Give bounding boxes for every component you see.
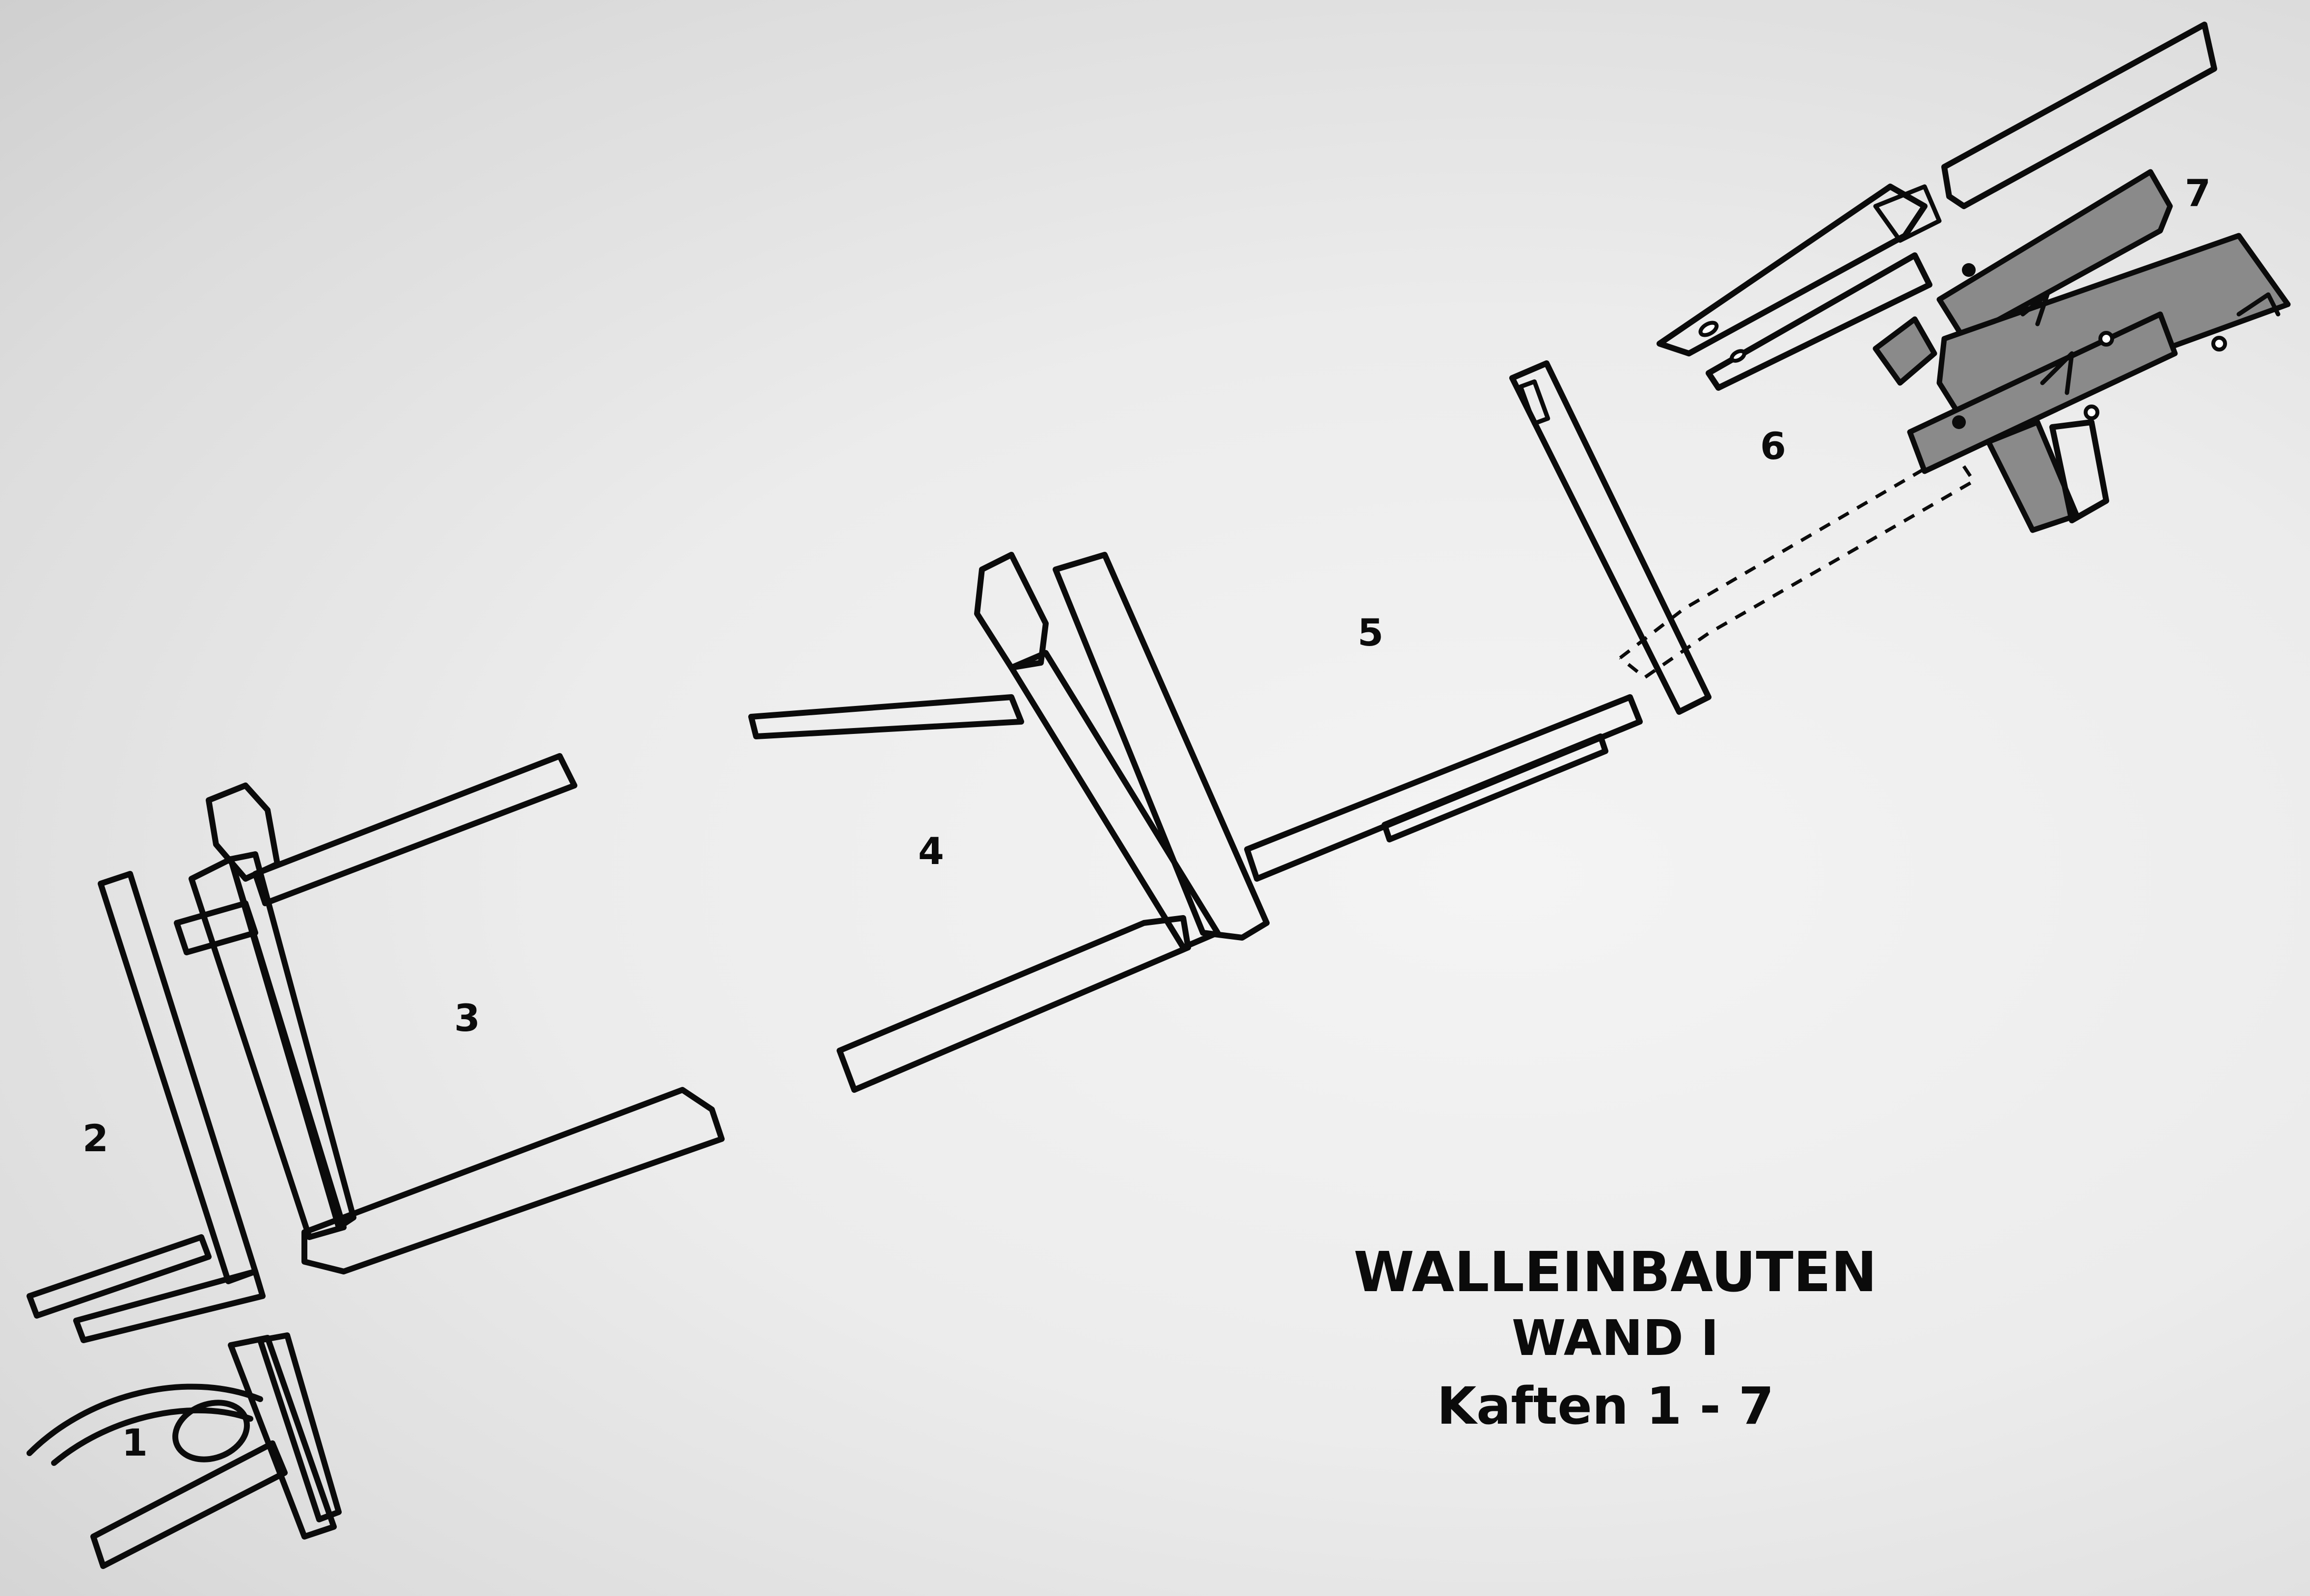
box-7-notch-a (2020, 292, 2050, 326)
box-label-3: 3 (454, 996, 480, 1040)
box-3-timbers (174, 753, 725, 1274)
title-line-3: Kaften 1 - 7 (1437, 1376, 1774, 1436)
title-line-1: WALLEINBAUTEN (1354, 1241, 1877, 1304)
box-4-post-a (1008, 650, 1221, 950)
box-label-7: 7 (2185, 171, 2211, 215)
box-6-peg-hole-a (1698, 321, 1719, 337)
box-7-peg-d (2084, 405, 2099, 420)
box-3-post-diagonal (189, 856, 347, 1240)
box-6-7-timbers (1657, 22, 2291, 533)
box-1-curved-beam (27, 1383, 263, 1456)
box-5-beam (1244, 694, 1643, 882)
box-3-post-inner (228, 851, 356, 1230)
box-5-beam-inner (1382, 733, 1608, 842)
box-3-beam-bottom (301, 1087, 725, 1274)
box-3-beam-top (252, 753, 577, 906)
box-7-peg-a (1962, 263, 1976, 277)
box-2-beam-lower (73, 1269, 266, 1343)
box-5-timbers (1244, 360, 1976, 882)
box-label-4: 4 (918, 829, 944, 873)
box-4-post-head (974, 552, 1049, 671)
box-7-shaded-beam-c (1907, 311, 2178, 474)
box-4-timbers (748, 552, 1270, 1093)
box-1-beam-lower (90, 1440, 288, 1569)
box-6-beam-lower (1706, 252, 1932, 391)
box-6-joint (1873, 184, 1942, 243)
box-4-beam-bottom (837, 915, 1191, 1093)
box-5-post (1509, 360, 1712, 715)
box-label-6: 6 (1760, 424, 1786, 468)
box-3-beam-stub (174, 900, 258, 955)
title-line-2: WAND I (1512, 1309, 1719, 1367)
box-label-5: 5 (1358, 611, 1384, 654)
box-7-peg-c (2098, 331, 2114, 347)
box-5-post-mortise (1518, 379, 1550, 426)
box-2-timbers (27, 871, 266, 1343)
box-2-beam-upper (27, 1234, 212, 1319)
box-7-peg-b (1952, 415, 1966, 429)
box-5-dashed-connection (1619, 449, 1976, 680)
box-7-post-outline (2049, 419, 2109, 523)
box-7-top-plank (1941, 22, 2217, 209)
box-1-curved-beam-inner (51, 1407, 253, 1466)
box-1-timbers (27, 1332, 342, 1569)
box-6-peg-hole-b (1730, 349, 1746, 363)
box-4-post-b (1053, 552, 1270, 941)
box-1-stone (172, 1400, 250, 1462)
box-7-shaded-block (1873, 316, 1937, 386)
box-7-notch-c (2236, 292, 2281, 317)
box-label-1: 1 (122, 1421, 148, 1464)
box-1-post-b (257, 1332, 342, 1522)
box-4-loose-plank (748, 694, 1024, 739)
box-7-peg-e (2211, 336, 2227, 352)
box-6-beam-upper (1657, 184, 1928, 356)
box-7-notch-b (2040, 351, 2074, 395)
box-label-2: 2 (82, 1116, 109, 1160)
